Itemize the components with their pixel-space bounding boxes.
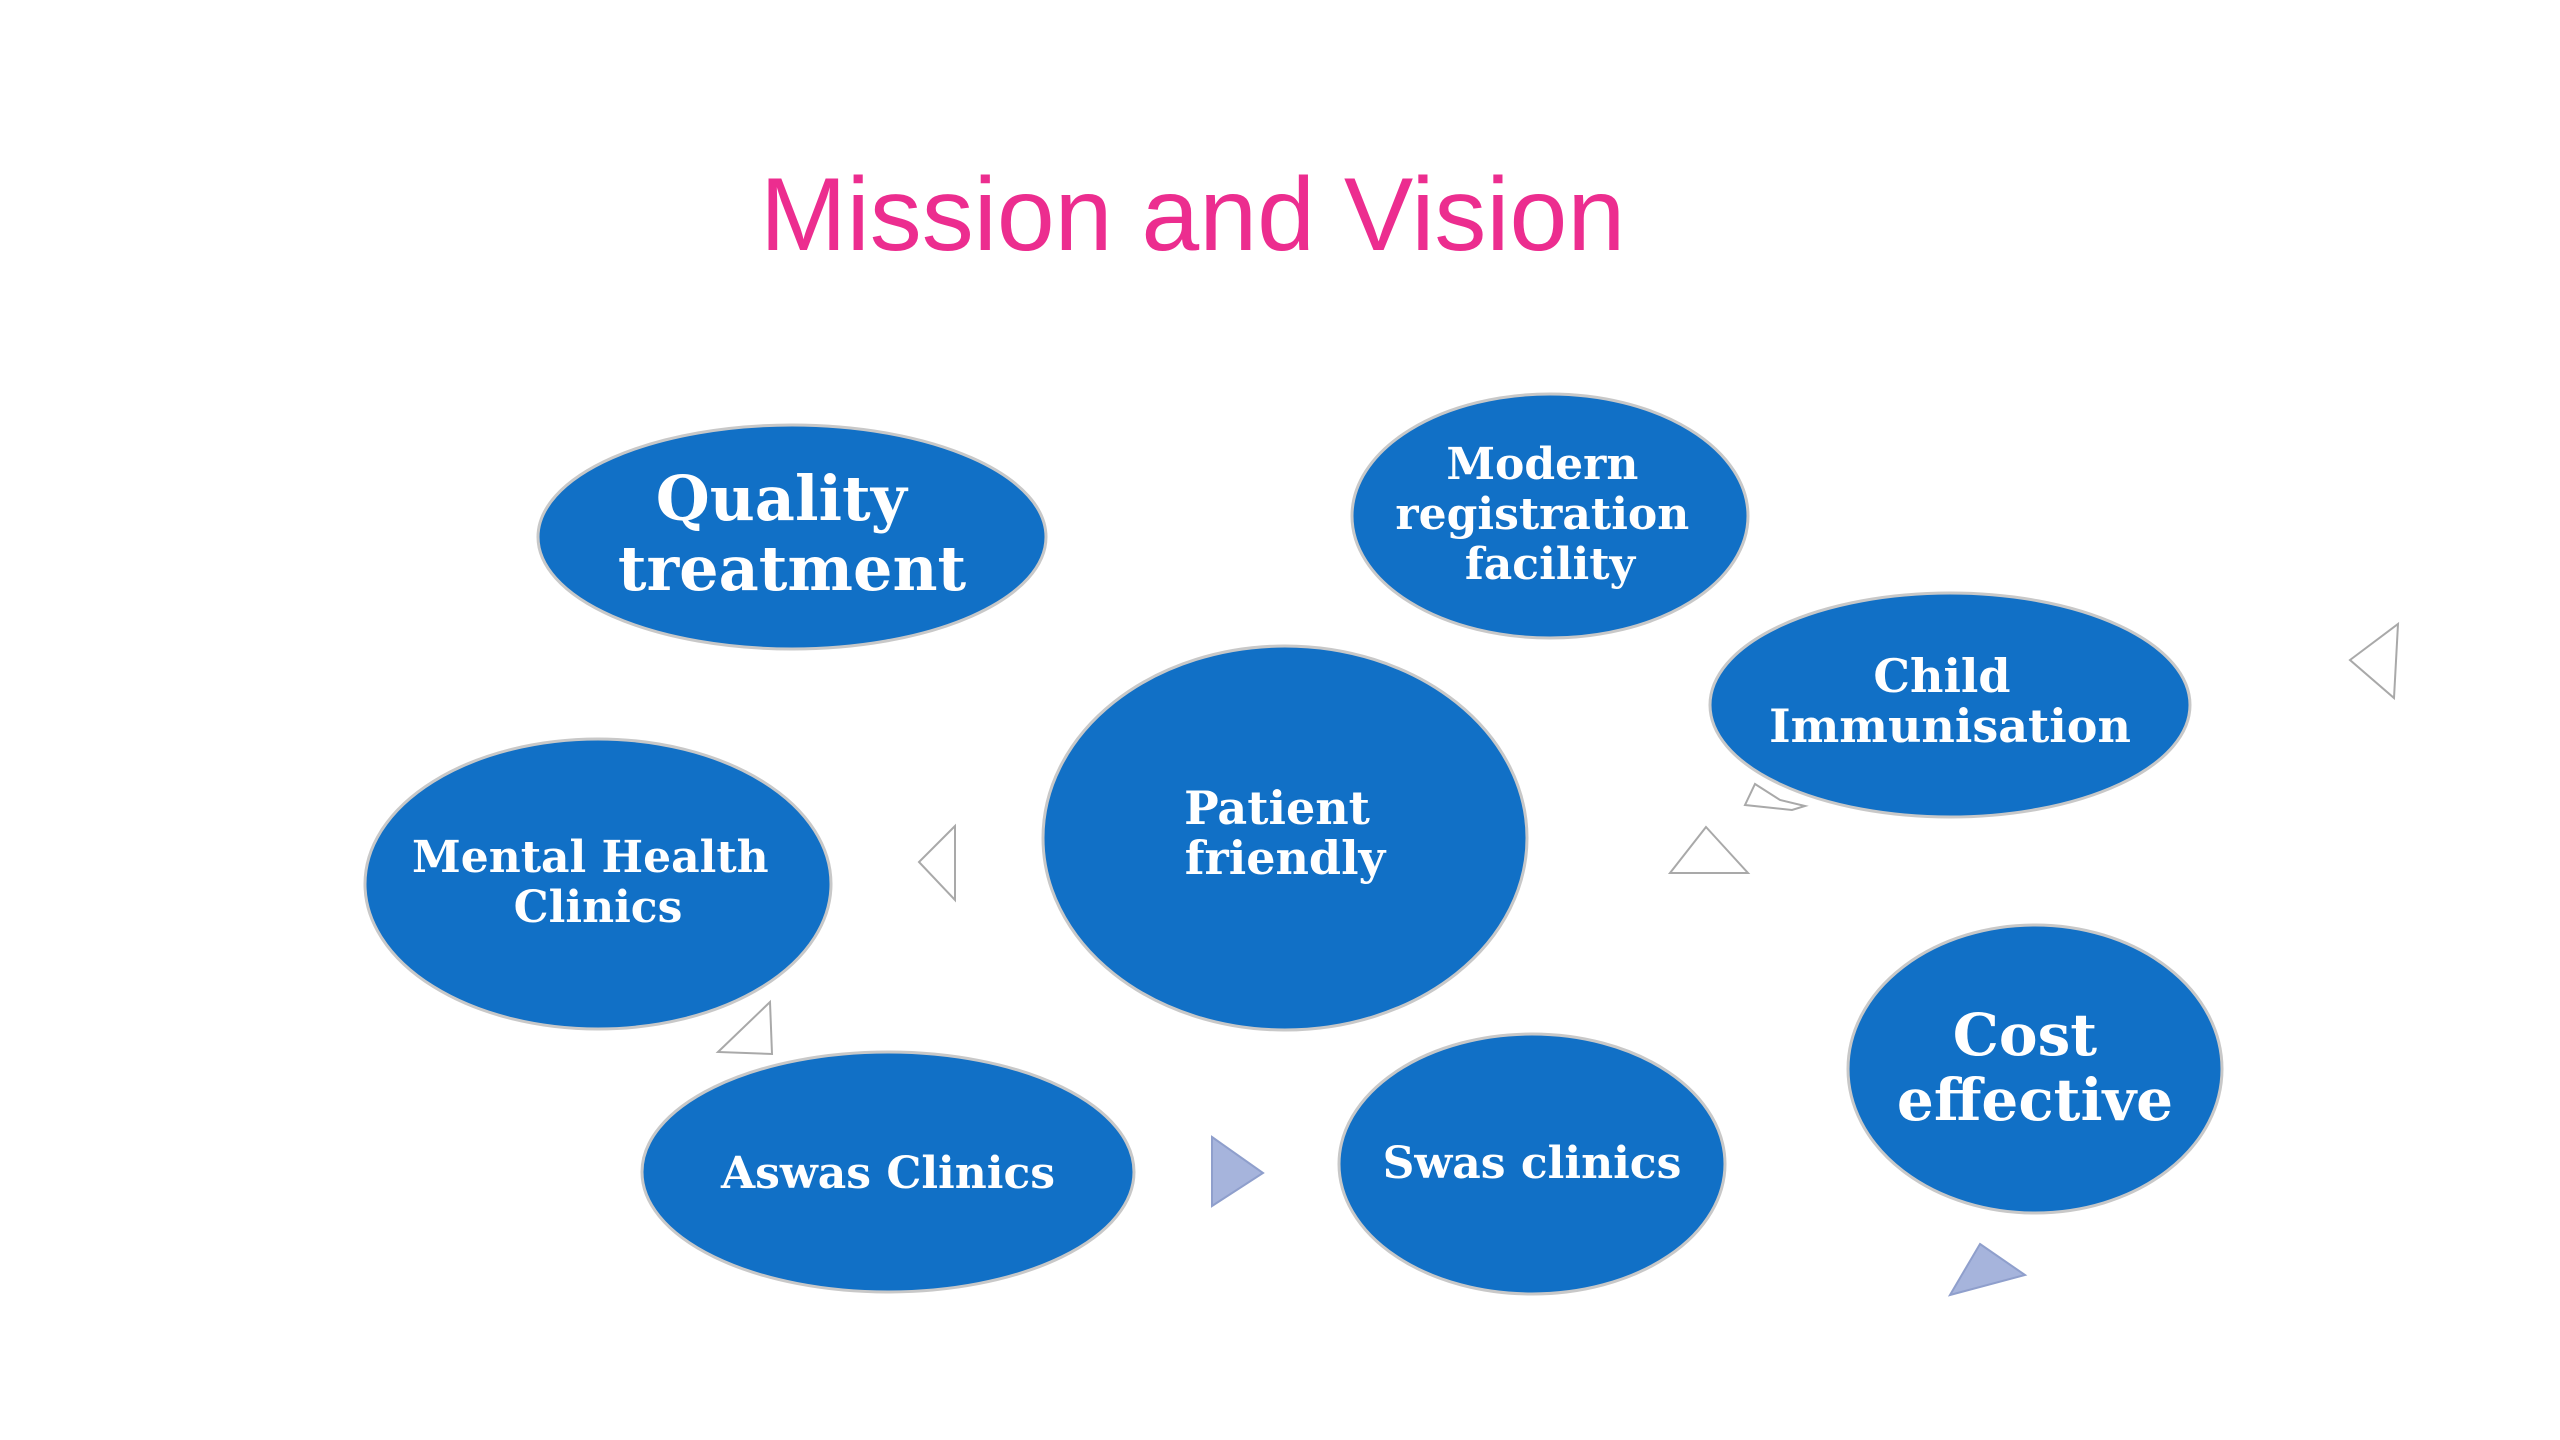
bubble-child-immunisation: Child Immunisation <box>1708 591 2192 819</box>
arrow-behind-child-immunisation <box>1743 782 1809 812</box>
bubble-swas-clinics: Swas clinics <box>1337 1032 1727 1296</box>
bubble-cost-effective: Cost effective <box>1846 923 2224 1215</box>
bubble-label-line: friendly <box>1185 831 1387 885</box>
bubble-label-line: Clinics <box>514 882 683 933</box>
bubble-label: Quality treatment <box>618 462 967 605</box>
bubble-patient-friendly: Patient friendly <box>1041 644 1529 1032</box>
bubble-label: Mental Health Clinics <box>412 832 784 933</box>
arrow-right-of-center <box>1667 825 1751 874</box>
bubble-shape <box>536 423 1048 651</box>
bubble-label: Patient friendly <box>1184 781 1386 885</box>
bubble-modern-registration-facility: Modern registration facility <box>1350 392 1750 640</box>
arrow-left-of-center <box>917 823 956 903</box>
bubble-label-line: Patient <box>1184 781 1371 835</box>
arrow-far-right <box>2348 621 2400 701</box>
bubble-label-line: treatment <box>618 532 967 605</box>
bubble-label-line: Swas clinics <box>1383 1138 1682 1189</box>
bubble-shape <box>1337 1032 1727 1296</box>
bubble-quality-treatment: Quality treatment <box>536 423 1048 651</box>
bubble-label-line: Child <box>1873 649 2010 703</box>
bubble-label-line: Modern <box>1446 439 1638 490</box>
bubble-label-line: Quality <box>656 462 909 535</box>
bubble-label: Cost effective <box>1897 1001 2173 1134</box>
arrow-under-mental-health <box>715 999 774 1056</box>
bubble-shape <box>640 1050 1136 1294</box>
bubble-label: Child Immunisation <box>1769 649 2131 753</box>
bubble-shape <box>1708 591 2192 819</box>
bubble-label-line: registration <box>1395 489 1689 540</box>
bubble-aswas-clinics: Aswas Clinics <box>640 1050 1136 1294</box>
bubble-label: Swas clinics <box>1383 1138 1682 1189</box>
bubble-mental-health-clinics: Mental Health Clinics <box>363 737 833 1031</box>
bubble-label-line: Immunisation <box>1769 699 2131 753</box>
bubble-label-line: Cost <box>1953 1001 2098 1069</box>
arrow-under-cost-effective <box>1947 1242 2028 1297</box>
bubble-label-line: effective <box>1897 1066 2173 1134</box>
bubble-label-line: facility <box>1465 539 1637 590</box>
bubble-label-line: Aswas Clinics <box>720 1148 1055 1199</box>
bubble-label: Modern registration facility <box>1395 439 1704 590</box>
slide-title: Mission and Vision <box>760 157 1626 273</box>
bubble-shape <box>1041 644 1529 1032</box>
arrow-aswas-to-swas <box>1211 1135 1265 1208</box>
bubble-label-line: Mental Health <box>412 832 769 883</box>
bubble-shape <box>1846 923 2224 1215</box>
bubble-shape <box>363 737 833 1031</box>
bubble-shape <box>1350 392 1750 640</box>
bubble-label: Aswas Clinics <box>720 1148 1055 1199</box>
